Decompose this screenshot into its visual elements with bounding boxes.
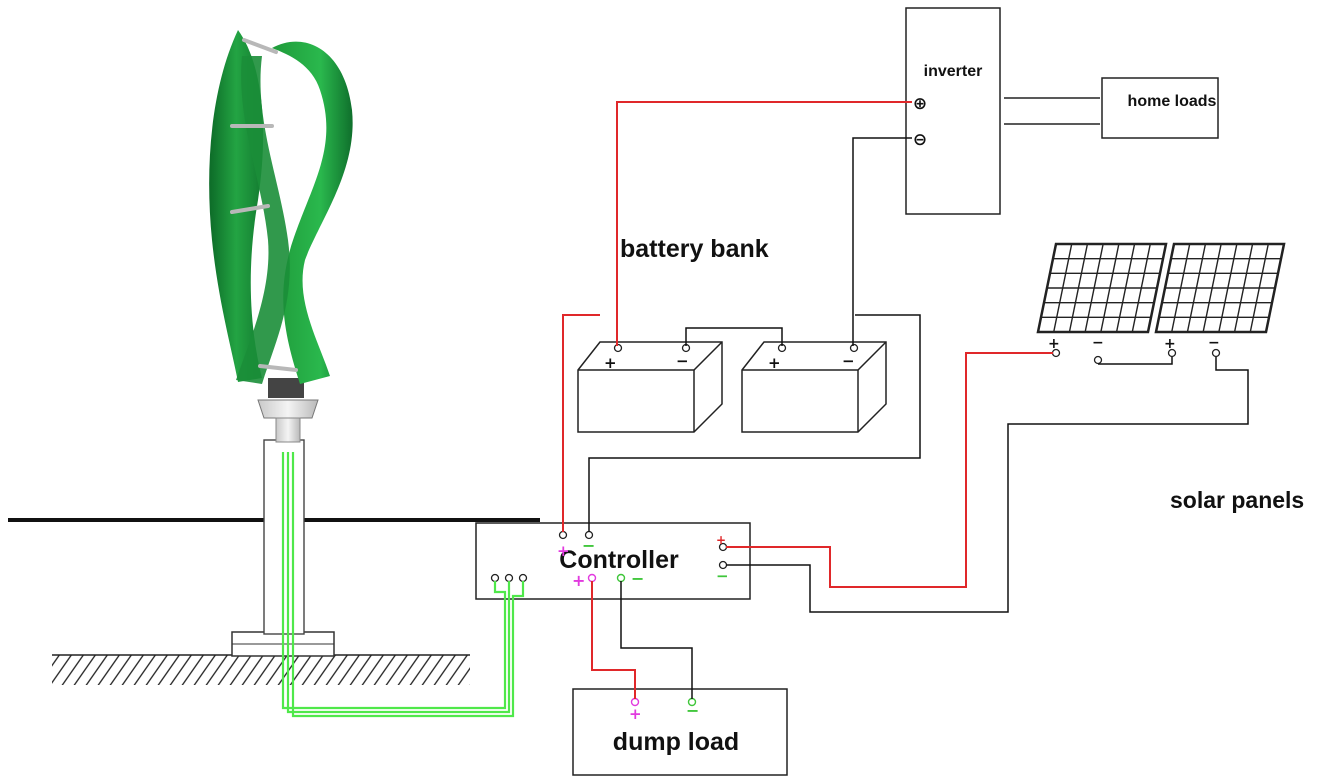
- controller-solar-plus: +: [716, 533, 726, 547]
- wire-turbine-b: [286, 452, 511, 714]
- wire-controller-battery-positive: [562, 314, 600, 532]
- battery-1-minus: −: [676, 352, 689, 370]
- wire-turbine-c: [291, 452, 525, 718]
- wires: [281, 101, 1249, 718]
- wire-panel-series: [1098, 357, 1173, 365]
- inverter-positive-terminal: ⊕: [913, 94, 927, 114]
- dump-load: [572, 688, 788, 776]
- battery-1-plus: +: [604, 354, 617, 372]
- wire-controller-battery-negative: [588, 314, 921, 532]
- wire-solar-positive: [726, 352, 1053, 588]
- wire-dump-negative: [620, 581, 693, 699]
- controller-battery-plus: +: [557, 542, 570, 560]
- dump-load-label: dump load: [613, 728, 739, 756]
- wire-inverter-negative: [852, 137, 912, 346]
- wire-turbine-a: [281, 452, 507, 710]
- wind-turbine: [209, 30, 353, 657]
- battery-2-plus: +: [768, 354, 781, 372]
- dump-load-minus: −: [686, 701, 699, 720]
- controller-solar-minus: −: [716, 567, 729, 585]
- controller-label: Controller: [559, 546, 679, 574]
- controller: [475, 522, 751, 600]
- inverter-label: inverter: [924, 63, 983, 80]
- battery-2: [741, 341, 887, 433]
- home-loads-label: home loads: [1128, 93, 1217, 110]
- battery-bank-label: battery bank: [620, 235, 769, 263]
- panel-2-plus: +: [1164, 336, 1176, 352]
- home-loads: [1101, 77, 1219, 139]
- controller-dump-minus: −: [631, 569, 644, 588]
- panel-1-minus: −: [1092, 335, 1104, 351]
- solar-panel-1: [1036, 242, 1168, 334]
- inverter: [905, 7, 1001, 215]
- panel-2-minus: −: [1208, 335, 1220, 351]
- ground: [52, 654, 470, 685]
- battery-2-minus: −: [842, 352, 855, 370]
- controller-battery-minus: −: [582, 536, 595, 555]
- panel-1-plus: +: [1048, 336, 1060, 352]
- wire-dump-positive: [591, 581, 636, 699]
- controller-dump-plus: +: [572, 571, 585, 590]
- inverter-negative-terminal: ⊖: [913, 130, 927, 150]
- wire-inverter-positive: [616, 101, 912, 346]
- solar-panels-label: solar panels: [1170, 487, 1304, 513]
- wire-solar-negative: [726, 357, 1249, 613]
- solar-panel-2: [1154, 242, 1286, 334]
- wire-battery-series: [685, 327, 783, 346]
- battery-1: [577, 341, 723, 433]
- dump-load-plus: +: [629, 705, 642, 723]
